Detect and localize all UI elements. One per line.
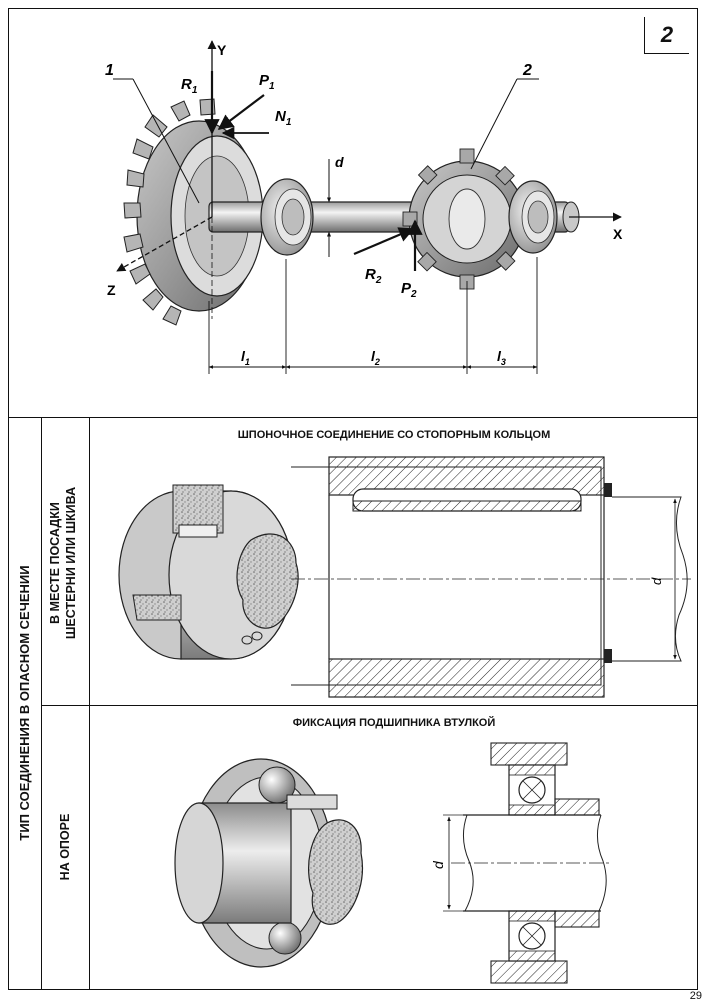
svg-text:N1: N1: [275, 108, 292, 128]
dim-l3-sub: 3: [501, 357, 506, 367]
shaft-diameter-label: d: [335, 154, 344, 170]
row1-caption: ШПОНОЧНОЕ СОЕДИНЕНИЕ СО СТОПОРНЫМ КОЛЬЦО…: [237, 429, 551, 441]
connection-type-label: ТИП СОЕДИНЕНИЯ В ОПАСНОМ СЕЧЕНИИ: [17, 565, 32, 841]
outer-label-divider: [41, 417, 43, 989]
axis-y-label: Y: [217, 42, 227, 58]
row1-side-label: В МЕСТЕ ПОСАДКИ ШЕСТЕРНИ ИЛИ ШКИВА: [47, 419, 83, 707]
dim-l1-label: l: [241, 348, 246, 364]
force-r2-label: R: [365, 266, 376, 283]
bearing-2: [508, 180, 558, 254]
svg-text:l1: l1: [241, 348, 250, 367]
force-p1-arrow: [217, 94, 265, 130]
svg-text:l3: l3: [497, 348, 506, 367]
force-p2-label: P: [401, 280, 412, 297]
dim-l2-label: l: [371, 348, 376, 364]
shaft-diagram: Y X Z R1 P1 N1 R2 P2 1 2: [105, 40, 623, 374]
bearing-1: [260, 178, 314, 256]
bearing-sleeve-drawing: d: [174, 742, 611, 984]
force-n1-sub: 1: [286, 117, 292, 128]
row2-caption: ФИКСАЦИЯ ПОДШИПНИКА ВТУЛКОЙ: [292, 717, 496, 729]
dim-l3-label: l: [497, 348, 502, 364]
keyed-joint-drawing: d: [118, 456, 691, 698]
force-r2-arrow: [353, 227, 415, 256]
svg-text:l2: l2: [371, 348, 380, 367]
dim-l1-sub: 1: [245, 357, 250, 367]
svg-text:R2: R2: [365, 266, 382, 286]
row1-side-label-line1: В МЕСТЕ ПОСАДКИ: [48, 502, 62, 624]
gear-2-label: 2: [522, 62, 532, 79]
bearing-sleeve-section: d: [430, 742, 611, 984]
page-frame: 2: [8, 8, 698, 990]
row2-side-label: НА ОПОРЕ: [58, 813, 72, 881]
row1-diameter-label: d: [649, 577, 664, 585]
axis-x-label: X: [613, 226, 623, 242]
force-p2-sub: 2: [410, 289, 417, 300]
page-number: 29: [689, 990, 702, 1002]
axis-z-line: [116, 216, 213, 272]
svg-text:P2: P2: [401, 280, 417, 300]
force-r1-label: R: [181, 76, 192, 93]
force-p1-sub: 1: [269, 81, 275, 92]
row2-diameter-label: d: [430, 860, 446, 869]
force-r2-sub: 2: [375, 275, 382, 286]
bearing-sleeve-3d: [174, 758, 363, 968]
table-top-line: [9, 417, 697, 419]
svg-text:P1: P1: [259, 72, 275, 92]
row-divider: [41, 705, 697, 707]
dim-l2-sub: 2: [374, 357, 380, 367]
force-n1-label: N: [275, 108, 287, 125]
svg-text:R1: R1: [181, 76, 198, 96]
force-p1-label: P: [259, 72, 270, 89]
keyed-hub-3d: [118, 484, 299, 660]
row1-side-label-line2: ШЕСТЕРНИ ИЛИ ШКИВА: [64, 486, 78, 640]
variant-number: 2: [644, 17, 689, 54]
keyed-joint-section: d: [291, 456, 691, 698]
axis-z-label: Z: [107, 282, 116, 298]
inner-label-divider: [89, 417, 91, 989]
gear-1-label: 1: [105, 62, 114, 79]
force-r1-sub: 1: [192, 85, 198, 96]
